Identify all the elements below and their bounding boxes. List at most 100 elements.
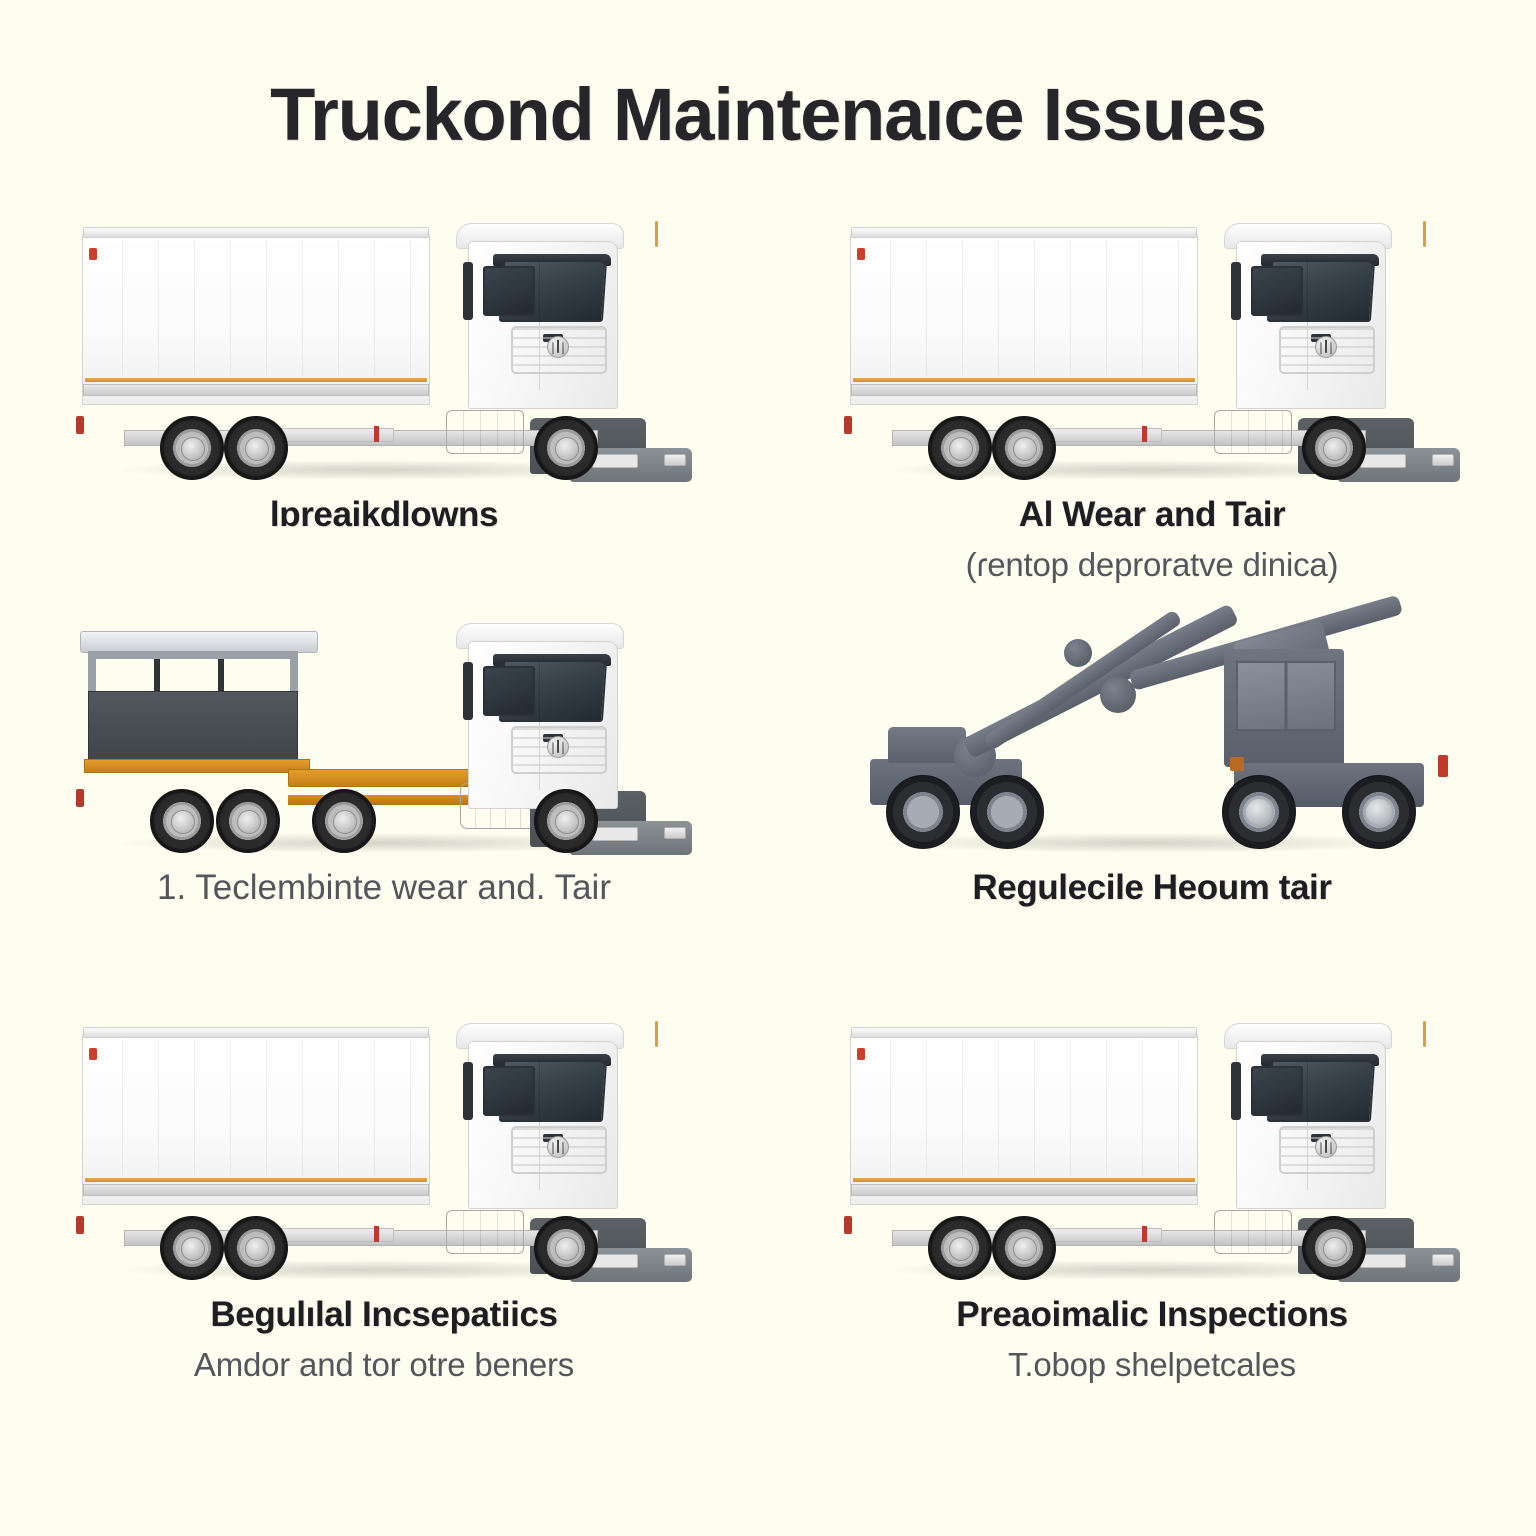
taillight-icon: [76, 1216, 84, 1234]
license-plate: [592, 827, 638, 841]
front-wheel: [534, 789, 598, 853]
side-guard-tick: [1142, 426, 1147, 442]
crane-front-wheel: [1342, 775, 1416, 849]
white-box-truck-icon: [842, 215, 1462, 490]
truck-illustration-inspections-left: [74, 1015, 694, 1290]
side-guard-tick: [374, 1226, 379, 1242]
box-panel-lines: [855, 240, 1193, 376]
rear-wheel: [928, 1216, 992, 1280]
grid-cell-begulilal-incsepatiics: Begulılal Incsepatiics Amdor and tor otr…: [0, 1015, 768, 1445]
mirror-icon: [463, 262, 473, 320]
caption-block: Begulılal Incsepatiics Amdor and tor otr…: [64, 1294, 704, 1385]
antenna-icon: [1423, 221, 1426, 247]
license-plate: [1360, 454, 1406, 468]
fuel-tank: [1214, 410, 1292, 454]
side-guard-tick: [374, 426, 379, 442]
headlight-icon: [664, 1254, 686, 1266]
white-box-truck-icon: [842, 1015, 1462, 1290]
rear-wheel: [160, 416, 224, 480]
cargo-box: [82, 227, 430, 405]
grid-cell-regulecile-heoum-tair: Regulecile Heoum tair: [768, 594, 1536, 1015]
caption-block: Preaoimalic Inspections T.obop shelpetca…: [832, 1294, 1472, 1385]
orange-stripe: [85, 378, 427, 382]
side-window: [483, 666, 535, 716]
headlight-icon: [1432, 454, 1454, 466]
license-plate: [1360, 1254, 1406, 1268]
taillight-icon: [844, 416, 852, 434]
cage-lower-panel: [88, 691, 298, 763]
crane-rear-wheel: [886, 775, 960, 849]
fuel-tank: [446, 1210, 524, 1254]
crane-illustration: [842, 594, 1462, 863]
grid-cell-preaoimalic-inspections: Preaoimalic Inspections T.obop shelpetca…: [768, 1015, 1536, 1445]
cage-roof: [80, 631, 318, 653]
under-rail: [83, 384, 429, 396]
rear-wheel: [224, 1216, 288, 1280]
orange-stripe: [85, 1178, 427, 1182]
crane-rear-wheel: [970, 775, 1044, 849]
white-box-truck-icon: [74, 1015, 694, 1290]
under-rail: [83, 1184, 429, 1196]
taillight-icon: [844, 1216, 852, 1234]
caption-subtitle: T.obop shelpetcales: [1008, 1346, 1296, 1383]
front-wheel: [534, 1216, 598, 1280]
crane-rear-housing: [888, 727, 966, 763]
door-seam: [1307, 260, 1308, 390]
headlight-icon: [1432, 1254, 1454, 1266]
trailer-wheel: [216, 789, 280, 853]
driver-cab: [1231, 1041, 1386, 1209]
cargo-box: [850, 1027, 1198, 1205]
marker-light-icon: [89, 248, 97, 260]
tractor-rear-wheel: [312, 789, 376, 853]
caption-title: lɒreaikdlowns: [269, 495, 499, 534]
page-title: Truckond Maintenaıce Issues: [270, 73, 1267, 156]
side-window: [483, 1066, 535, 1116]
crane-knuckle-joint: [1100, 677, 1136, 713]
antenna-icon: [655, 1021, 658, 1047]
driver-cab: [463, 241, 618, 409]
crane-front-wheel: [1222, 775, 1296, 849]
front-wheel: [1302, 416, 1366, 480]
taillight-icon: [1438, 755, 1448, 777]
door-seam: [539, 660, 540, 790]
license-plate: [592, 1254, 638, 1268]
crane-cab-window: [1236, 661, 1336, 731]
grid-cell-teclembinte-wear: 1. Teclembinte wear and. Tair: [0, 615, 768, 1015]
white-box-truck-icon: [74, 215, 694, 490]
rear-wheel: [992, 416, 1056, 480]
caption-block: lɒreaikdlowns: [64, 494, 704, 545]
grid-cell-wear-and-tair: Al Wear and Tair (ɾentop deproratve dini…: [768, 215, 1536, 615]
caption-subtitle: (ɾentop deproratve dinica): [965, 546, 1339, 583]
caption-title: Preaoimalic Inspections: [956, 1295, 1348, 1334]
driver-cab: [1231, 241, 1386, 409]
marker-light-icon: [89, 1048, 97, 1060]
antenna-icon: [655, 221, 658, 247]
orange-stripe: [853, 378, 1195, 382]
license-plate: [592, 454, 638, 468]
caption-block: Al Wear and Tair (ɾentop deproratve dini…: [832, 494, 1472, 585]
caption-block: Regulecile Heoum tair: [832, 867, 1472, 918]
cargo-box: [82, 1027, 430, 1205]
door-seam: [1307, 1060, 1308, 1190]
mirror-icon: [1231, 1062, 1241, 1120]
brand-logo-icon: [1315, 1136, 1337, 1158]
fuel-tank: [446, 410, 524, 454]
under-rail: [851, 384, 1197, 396]
mirror-icon: [463, 662, 473, 720]
orange-frame-rail-lower: [288, 795, 526, 805]
tractor-frame-trailer-icon: [74, 615, 694, 863]
caption-subtitle: Amdor and tor otre beners: [193, 1346, 575, 1383]
grid-cell-breakdowns: lɒreaikdlowns: [0, 215, 768, 615]
ground-shadow: [887, 833, 1407, 853]
front-grille: [511, 326, 607, 374]
cargo-box: [850, 227, 1198, 405]
box-panel-lines: [87, 1040, 425, 1176]
fuel-tank: [1214, 1210, 1292, 1254]
side-window: [483, 266, 535, 316]
truck-grid: lɒreaikdlowns: [0, 215, 1536, 1505]
grey-crane-machine-icon: [842, 594, 1462, 863]
front-wheel: [1302, 1216, 1366, 1280]
truck-illustration-wear-and-tair: [842, 215, 1462, 490]
box-panel-lines: [855, 1040, 1193, 1176]
